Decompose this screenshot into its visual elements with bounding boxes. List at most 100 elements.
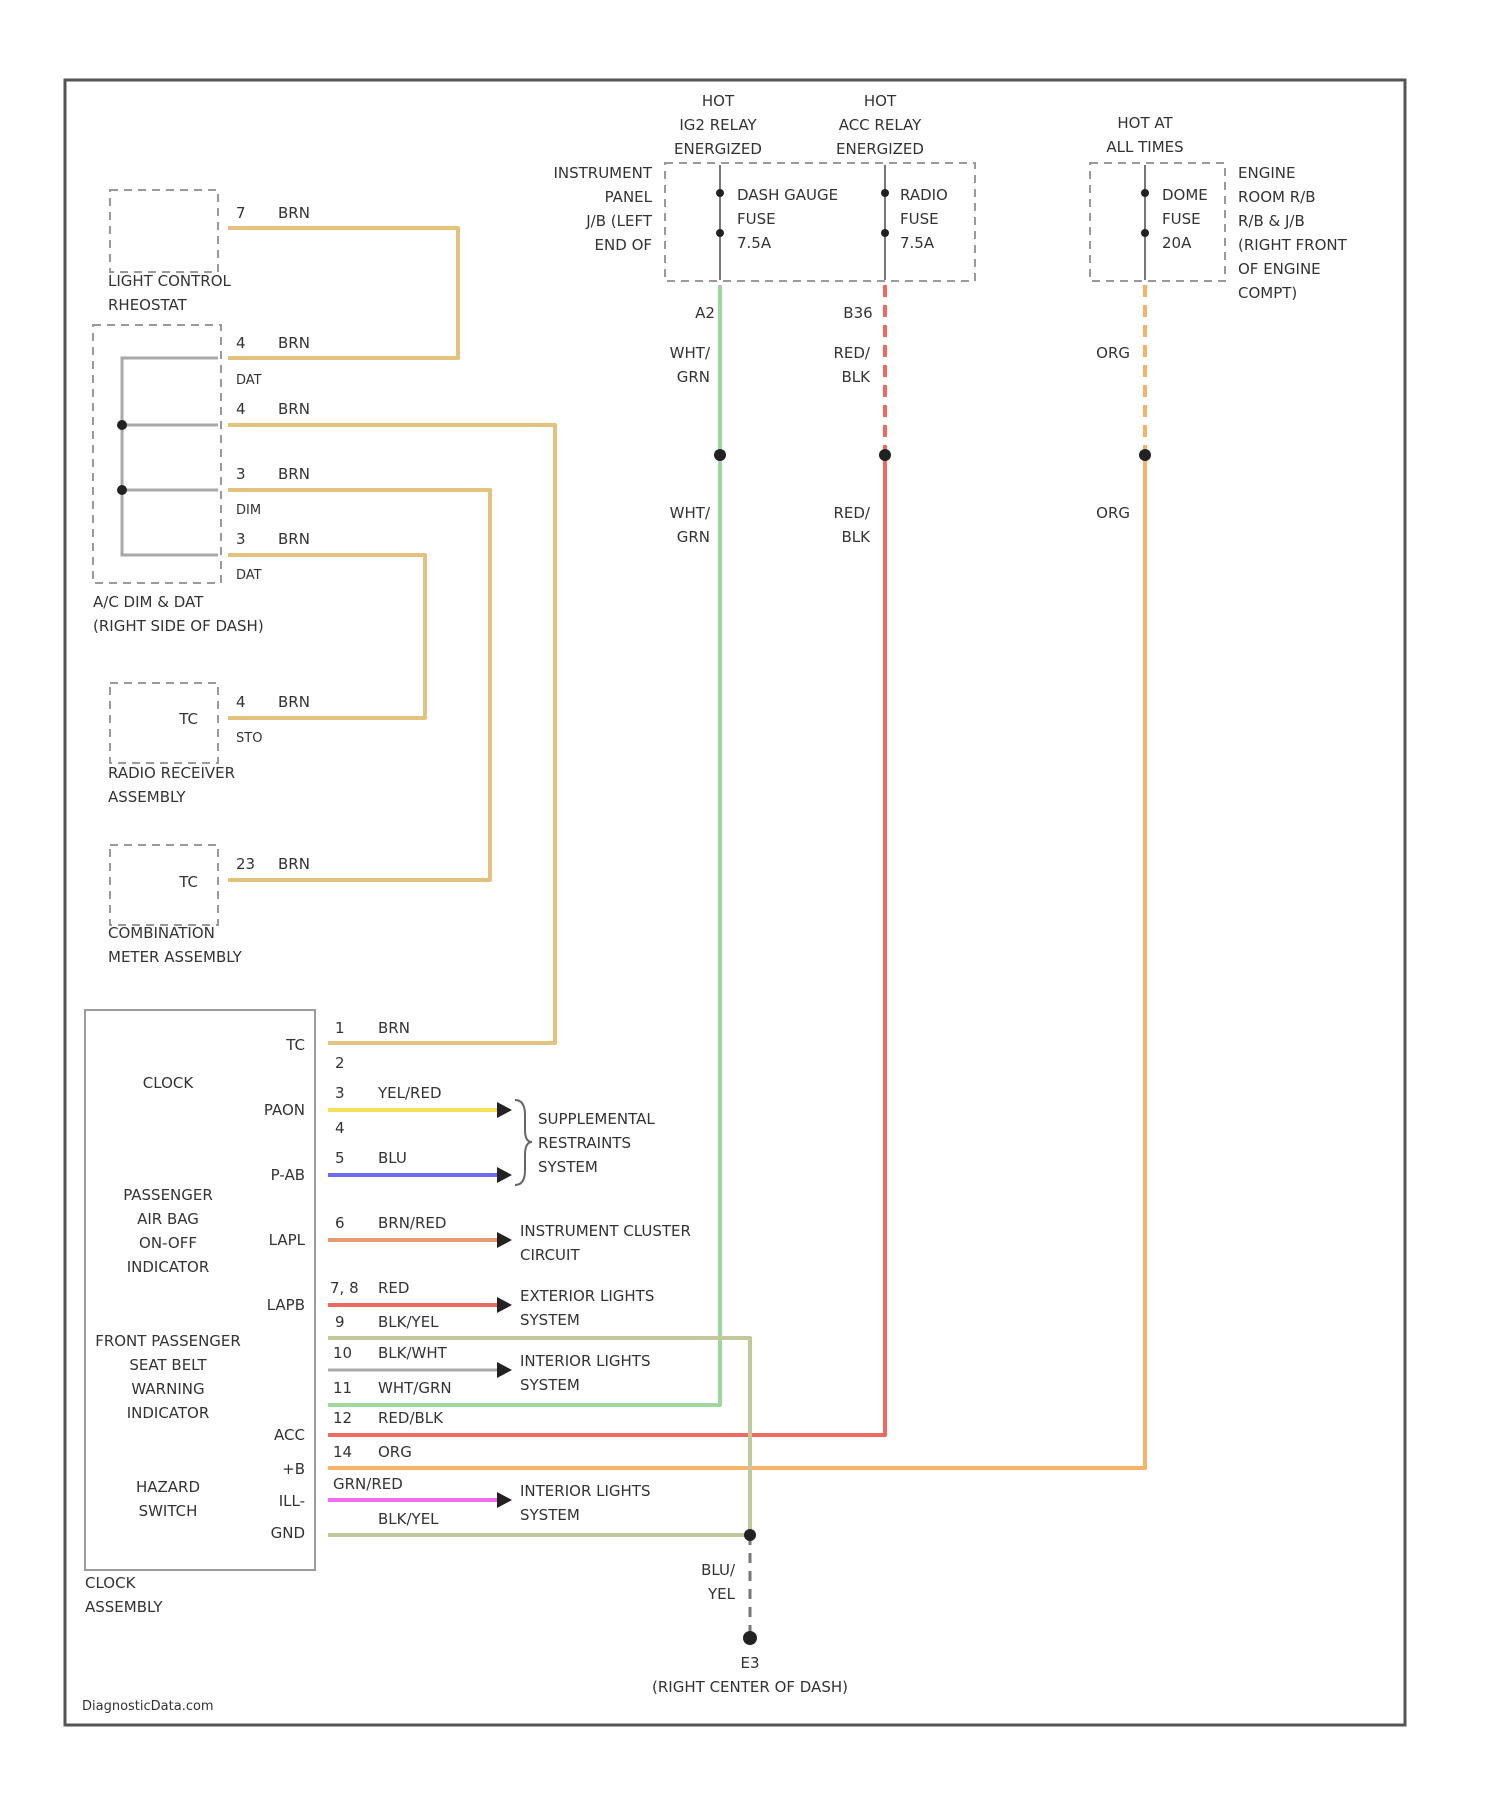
svg-text:EXTERIOR LIGHTS: EXTERIOR LIGHTS	[520, 1287, 654, 1305]
svg-text:ROOM R/B: ROOM R/B	[1238, 188, 1316, 206]
srs-brace	[515, 1100, 532, 1185]
svg-text:LAPB: LAPB	[267, 1296, 305, 1314]
svg-text:4: 4	[236, 400, 246, 418]
svg-text:BRN: BRN	[278, 530, 310, 548]
svg-text:DASH GAUGE: DASH GAUGE	[737, 186, 838, 204]
svg-text:BLK/YEL: BLK/YEL	[378, 1313, 439, 1331]
svg-text:BRN: BRN	[278, 400, 310, 418]
svg-text:11: 11	[333, 1379, 352, 1397]
svg-text:INDICATOR: INDICATOR	[127, 1404, 210, 1422]
splice-ground	[744, 1529, 756, 1541]
hot-label-acc: HOT ACC RELAY ENERGIZED	[836, 92, 924, 158]
svg-text:DAT: DAT	[236, 373, 262, 388]
hazard-switch-label: HAZARD SWITCH	[136, 1478, 200, 1520]
radio-receiver-box	[110, 683, 218, 763]
clock-assembly-label: CLOCK ASSEMBLY	[85, 1574, 163, 1616]
svg-text:INSTRUMENT CLUSTER: INSTRUMENT CLUSTER	[520, 1222, 691, 1240]
airbag-indicator-label: PASSENGER AIR BAG ON-OFF INDICATOR	[123, 1186, 213, 1276]
svg-text:R/B & J/B: R/B & J/B	[1238, 212, 1305, 230]
svg-text:ASSEMBLY: ASSEMBLY	[108, 788, 186, 806]
ground-point-e3	[743, 1631, 757, 1645]
combination-meter-box	[110, 845, 218, 925]
ac-dim-dat-label: A/C DIM & DAT (RIGHT SIDE OF DASH)	[93, 593, 264, 635]
footer-credit: DiagnosticData.com	[82, 1699, 214, 1714]
svg-text:20A: 20A	[1162, 234, 1192, 252]
pin-label-rheostat: 7 BRN	[236, 204, 310, 222]
svg-text:BLK/YEL: BLK/YEL	[378, 1510, 439, 1528]
wire-label-redblk-upper: RED/ BLK	[833, 344, 871, 386]
svg-text:5: 5	[335, 1149, 345, 1167]
svg-text:RADIO: RADIO	[900, 186, 948, 204]
svg-text:TC: TC	[285, 1036, 305, 1054]
svg-text:BLK: BLK	[842, 528, 872, 546]
svg-text:BLU: BLU	[378, 1149, 407, 1167]
svg-text:SWITCH: SWITCH	[139, 1502, 198, 1520]
svg-text:SEAT BELT: SEAT BELT	[129, 1356, 207, 1374]
svg-text:METER ASSEMBLY: METER ASSEMBLY	[108, 948, 243, 966]
svg-text:1: 1	[335, 1019, 345, 1037]
instrument-panel-jb-label: INSTRUMENT PANEL J/B (LEFT END OF	[553, 164, 652, 254]
radio-fuse: RADIO FUSE 7.5A	[881, 165, 948, 280]
ac-dim-dat-box	[93, 325, 221, 583]
light-control-rheostat-box	[110, 190, 218, 272]
system-arrows	[497, 1102, 512, 1508]
svg-text:BRN/RED: BRN/RED	[378, 1214, 446, 1232]
svg-text:STO: STO	[236, 731, 262, 746]
svg-text:DIM: DIM	[236, 503, 261, 518]
svg-text:WHT/: WHT/	[670, 344, 711, 362]
interior-lights-label-1: INTERIOR LIGHTS SYSTEM	[520, 1352, 651, 1394]
pin-label-ac2: 4 BRN	[236, 400, 310, 418]
svg-text:14: 14	[333, 1443, 352, 1461]
svg-text:ALL TIMES: ALL TIMES	[1106, 138, 1183, 156]
wire-label-org-upper: ORG	[1096, 344, 1130, 362]
svg-text:DOME: DOME	[1162, 186, 1208, 204]
svg-text:BLK: BLK	[842, 368, 872, 386]
wire-brn-ac-clock	[228, 425, 555, 1043]
srs-system-label: SUPPLEMENTAL RESTRAINTS SYSTEM	[538, 1110, 655, 1176]
splice-redblk	[879, 449, 891, 461]
wire-label-redblk-lower: RED/ BLK	[833, 504, 871, 546]
svg-text:IG2 RELAY: IG2 RELAY	[679, 116, 757, 134]
clock-internal-label: CLOCK	[143, 1074, 195, 1092]
svg-text:7.5A: 7.5A	[737, 234, 772, 252]
svg-text:YEL/RED: YEL/RED	[377, 1084, 442, 1102]
svg-text:RADIO RECEIVER: RADIO RECEIVER	[108, 764, 235, 782]
svg-text:END OF: END OF	[595, 236, 652, 254]
svg-text:HOT: HOT	[864, 92, 897, 110]
svg-text:4: 4	[236, 334, 246, 352]
svg-text:OF ENGINE: OF ENGINE	[1238, 260, 1321, 278]
pin-a2: A2	[695, 304, 715, 322]
svg-text:GRN/RED: GRN/RED	[333, 1475, 403, 1493]
splice-whtgrn	[714, 449, 726, 461]
svg-text:BRN: BRN	[278, 465, 310, 483]
wire-org	[328, 455, 1145, 1468]
meter-tc-terminal: TC	[178, 873, 198, 891]
svg-text:GND: GND	[271, 1524, 305, 1542]
pin-label-meter: 23 BRN	[236, 855, 310, 873]
svg-text:FUSE: FUSE	[737, 210, 776, 228]
svg-text:9: 9	[335, 1313, 345, 1331]
svg-text:LAPL: LAPL	[269, 1231, 306, 1249]
svg-text:(RIGHT SIDE OF DASH): (RIGHT SIDE OF DASH)	[93, 617, 264, 635]
svg-text:BRN: BRN	[278, 693, 310, 711]
svg-text:RED/: RED/	[833, 344, 870, 362]
svg-text:DAT: DAT	[236, 568, 262, 583]
radio-tc-terminal: TC	[178, 710, 198, 728]
svg-text:SYSTEM: SYSTEM	[520, 1376, 580, 1394]
clock-wires	[328, 455, 1145, 1535]
wire-brn-rheostat-ac	[228, 228, 458, 358]
engine-room-rb-label: ENGINE ROOM R/B R/B & J/B (RIGHT FRONT O…	[1238, 164, 1348, 302]
svg-text:6: 6	[335, 1214, 345, 1232]
svg-text:BLK/WHT: BLK/WHT	[378, 1344, 448, 1362]
svg-text:COMBINATION: COMBINATION	[108, 924, 215, 942]
wire-label-org-lower: ORG	[1096, 504, 1130, 522]
wire-label-whtgrn-lower: WHT/ GRN	[670, 504, 711, 546]
svg-text:FUSE: FUSE	[1162, 210, 1201, 228]
hot-label-always: HOT AT ALL TIMES	[1106, 114, 1183, 156]
svg-text:23: 23	[236, 855, 255, 873]
wire-brn-ac-meter	[228, 490, 490, 880]
clock-pin-labels: TC 1 BRN 2 PAON 3 YEL/RED 4 P-AB 5 BLU L…	[264, 1019, 452, 1542]
radio-receiver-label: RADIO RECEIVER ASSEMBLY	[108, 764, 235, 806]
diagram-frame	[65, 80, 1405, 1725]
